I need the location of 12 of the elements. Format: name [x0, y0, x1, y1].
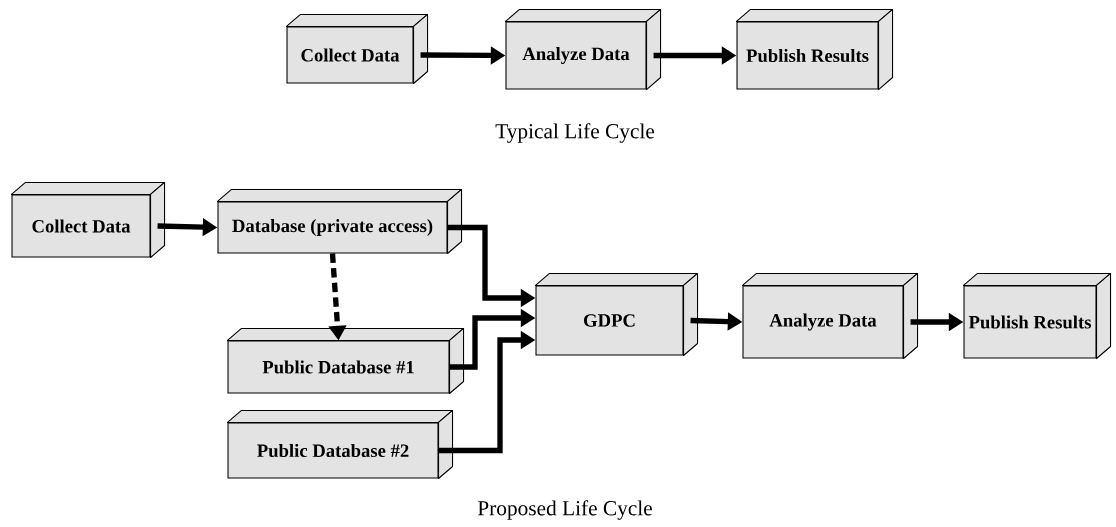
box: Collect Data [10, 181, 166, 259]
box: Analyze Data [504, 8, 662, 91]
box: Analyze Data [741, 272, 919, 360]
box: Public Database #1 [226, 327, 465, 395]
box: Database (private access) [216, 188, 463, 255]
box: Publish Results [962, 272, 1112, 360]
caption: Proposed Life Cycle [477, 500, 652, 520]
box: Public Database #2 [226, 409, 454, 480]
caption: Typical Life Cycle [495, 123, 655, 143]
box: GDPC [534, 272, 699, 357]
box: Publish Results [735, 8, 894, 91]
box: Collect Data [285, 13, 429, 85]
